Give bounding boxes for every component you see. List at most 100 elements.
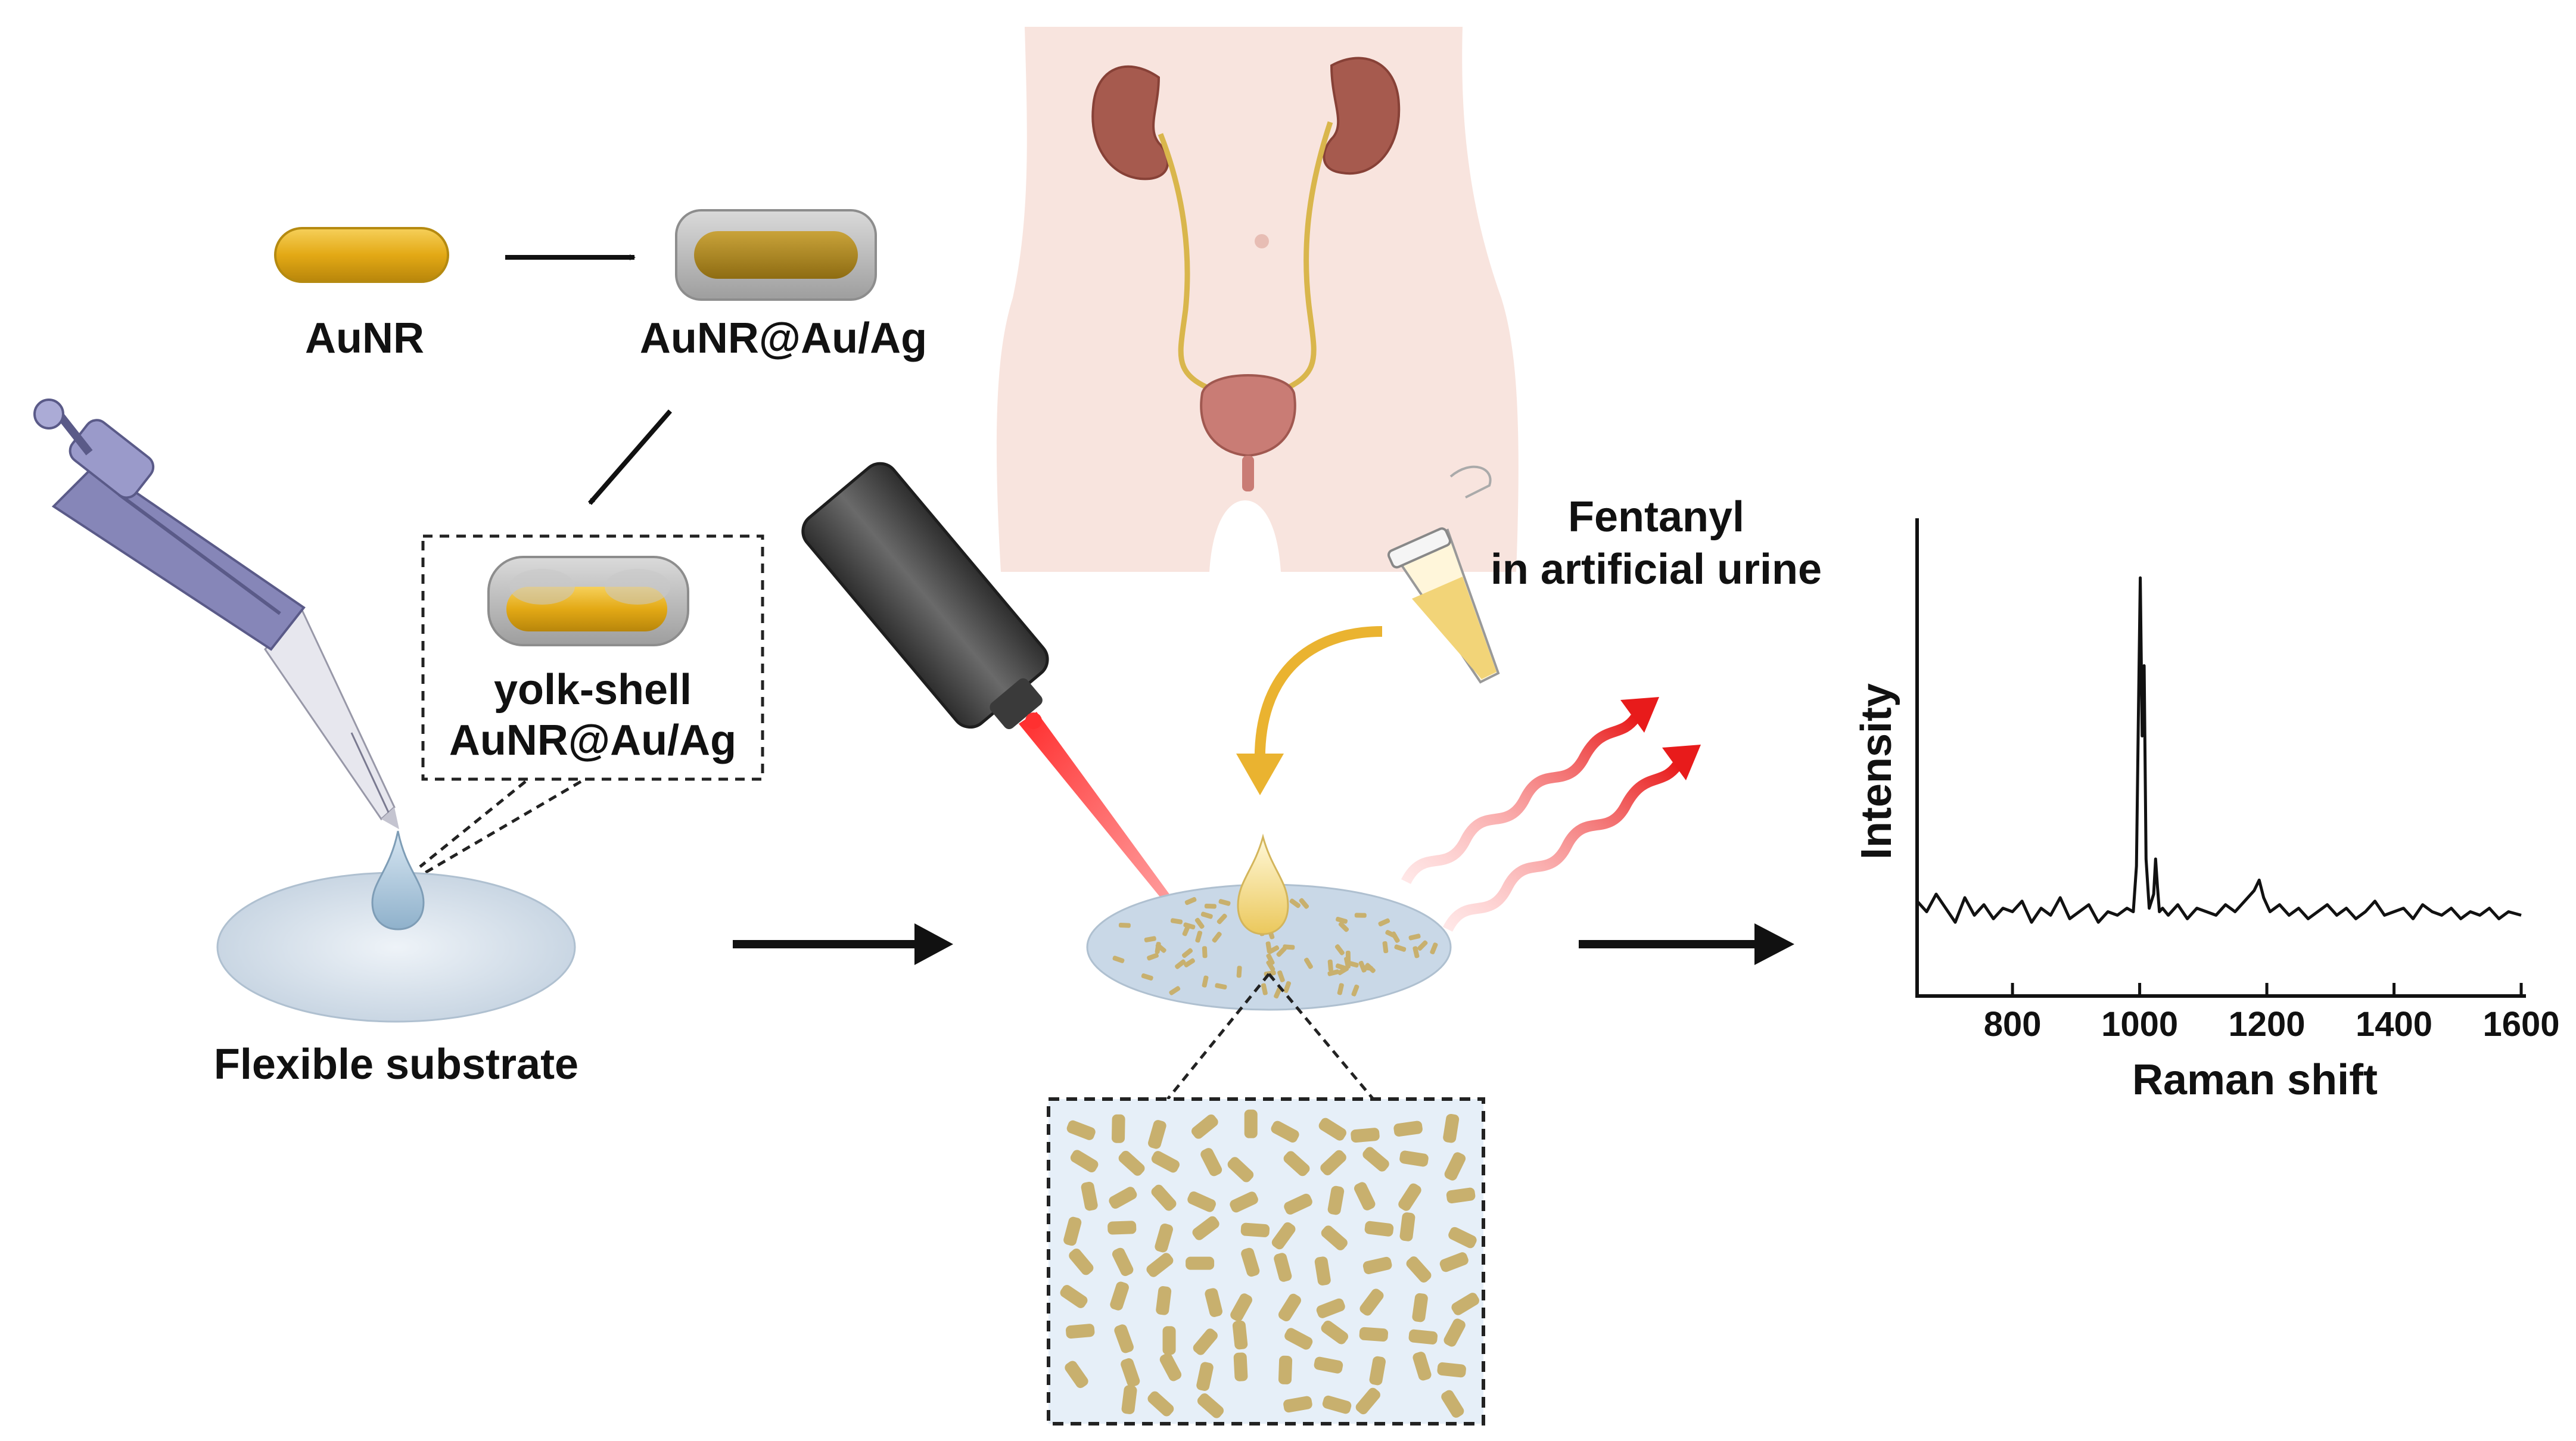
nanorod-particle [1303,957,1313,969]
y-axis-label: Intensity [1853,683,1900,860]
flexible-substrate-disk [216,830,576,1023]
nanorod-particle [1430,942,1438,954]
nanorod-particle [1202,975,1209,988]
nanorod-particle [1289,898,1301,908]
nanorod-particle [1114,1324,1134,1353]
nanorod-particle [1399,1212,1415,1241]
flexible-substrate-label: Flexible substrate [213,1041,579,1088]
nanorod-particle [1299,898,1309,909]
aunr-label: AuNR [305,315,424,362]
nanorod-particle [1194,917,1205,929]
nanorod-particle [1274,1253,1292,1282]
nanorod-particle [1441,1390,1464,1418]
nanorod-particle [1277,970,1285,982]
nanorod-particle [1141,973,1153,981]
nanorod-particle [1283,944,1295,950]
laser-probe-icon [801,462,1189,925]
nanorod-particle [1398,1183,1421,1211]
nanorod-particle [1155,1223,1173,1253]
nanorod-particle [1283,981,1292,993]
nanorod-particle [1107,1221,1137,1235]
aunr-core-shell-icon [675,209,877,301]
nanorod-particle [1148,1120,1166,1149]
nanorod-particle [1112,956,1125,963]
nanorod-particle [1109,1187,1137,1209]
nanorod-particle [1147,1391,1174,1417]
nanorod-particle [1274,986,1282,999]
nanorod-particle [1159,1353,1182,1381]
nanorod-particle [1261,983,1268,995]
nanorod-particle [1284,1193,1312,1215]
nanorod-particle [1181,948,1193,958]
nanorod-particle [1217,913,1227,925]
substrate-zoom-inset [1047,1097,1485,1426]
aunr-rod-icon [274,227,449,283]
sample-label-line1: Fentanyl [1567,493,1745,541]
nanorod-particle [1443,1113,1460,1143]
nanorod-particle [1448,1227,1477,1249]
nanorod-particle [1196,1362,1214,1391]
nanorod-particle [1069,1248,1094,1275]
nanorod-particle [1147,953,1159,961]
nanorod-particle [1265,941,1272,954]
nanorod-particle [1318,1118,1346,1141]
sers-substrate-disk [1086,833,1452,1011]
nanorod-particle [1320,1150,1346,1175]
nanorod-particle [1066,1324,1095,1339]
sample-tube-icon [1387,465,1500,684]
nanorod-particle [1439,1252,1469,1272]
nanorod-particle [1364,1221,1394,1237]
nanorod-particle [1146,1253,1174,1277]
nanorod-particle [1417,940,1428,951]
nanorod-particle [1066,1120,1096,1140]
nanorod-particle [1112,1114,1125,1143]
x-tick-label-800: 800 [1983,1005,2042,1044]
sample-drop-arrow-head [1236,754,1284,795]
nanorod-particle [1212,932,1222,943]
nanorod-particle [1337,983,1344,995]
x-tick-label-1400: 1400 [2356,1005,2433,1044]
nanorod-particle [1345,950,1351,963]
nanorod-particle [1197,1393,1224,1418]
nanorod-particle [1118,1150,1145,1176]
etching-arrow [587,409,673,505]
nanorod-particle [1156,1286,1172,1315]
yolk-shell-label-line2: AuNR@Au/Ag [449,717,737,764]
nanorod-particle [1314,1256,1331,1286]
nanorod-particle [1355,1387,1380,1415]
nanorod-particle [1408,1329,1438,1344]
nanorod-particle [1063,1216,1082,1246]
nanorod-particle [1081,1181,1098,1211]
yolk-shell-inset-box [421,534,764,781]
nanorod-particle [1184,897,1197,905]
nanorod-particle [1346,960,1359,968]
nanorod-particle [1359,1327,1389,1342]
nanorod-particle [1186,1256,1215,1270]
nanorod-particle [1192,1216,1219,1240]
nanorod-particle [1278,1293,1301,1322]
nanorod-particle [1204,903,1217,909]
nanorod-particle [1382,941,1389,954]
nanorod-particle [1283,1396,1312,1413]
nanorod-particle [1335,963,1348,971]
nanorod-particle [1110,1281,1129,1311]
zoom-line-right [419,780,582,877]
x-axis-label: Raman shift [2132,1056,2378,1104]
nanorod-particle [1169,986,1181,995]
aunr-core-shell-label: AuNR@Au/Ag [639,315,928,362]
nanorod-particle [1283,1151,1310,1177]
nanorod-particle [1170,918,1183,925]
nanorod-particle [1121,1385,1137,1414]
nanorod-particle [1385,930,1397,939]
nanorod-particle [1151,1151,1180,1173]
nanorod-particle [1361,965,1373,971]
x-tick-label-1600: 1600 [2482,1005,2560,1044]
nanorod-particle [1241,1247,1260,1277]
nanorod-particle [1413,946,1420,958]
nanorod-particle [1162,1326,1176,1355]
nanorod-particle [1316,1298,1345,1318]
nanorod-particle [1060,1285,1088,1308]
nanorod-particle [1354,913,1367,918]
nanorod-particle [1218,899,1231,906]
